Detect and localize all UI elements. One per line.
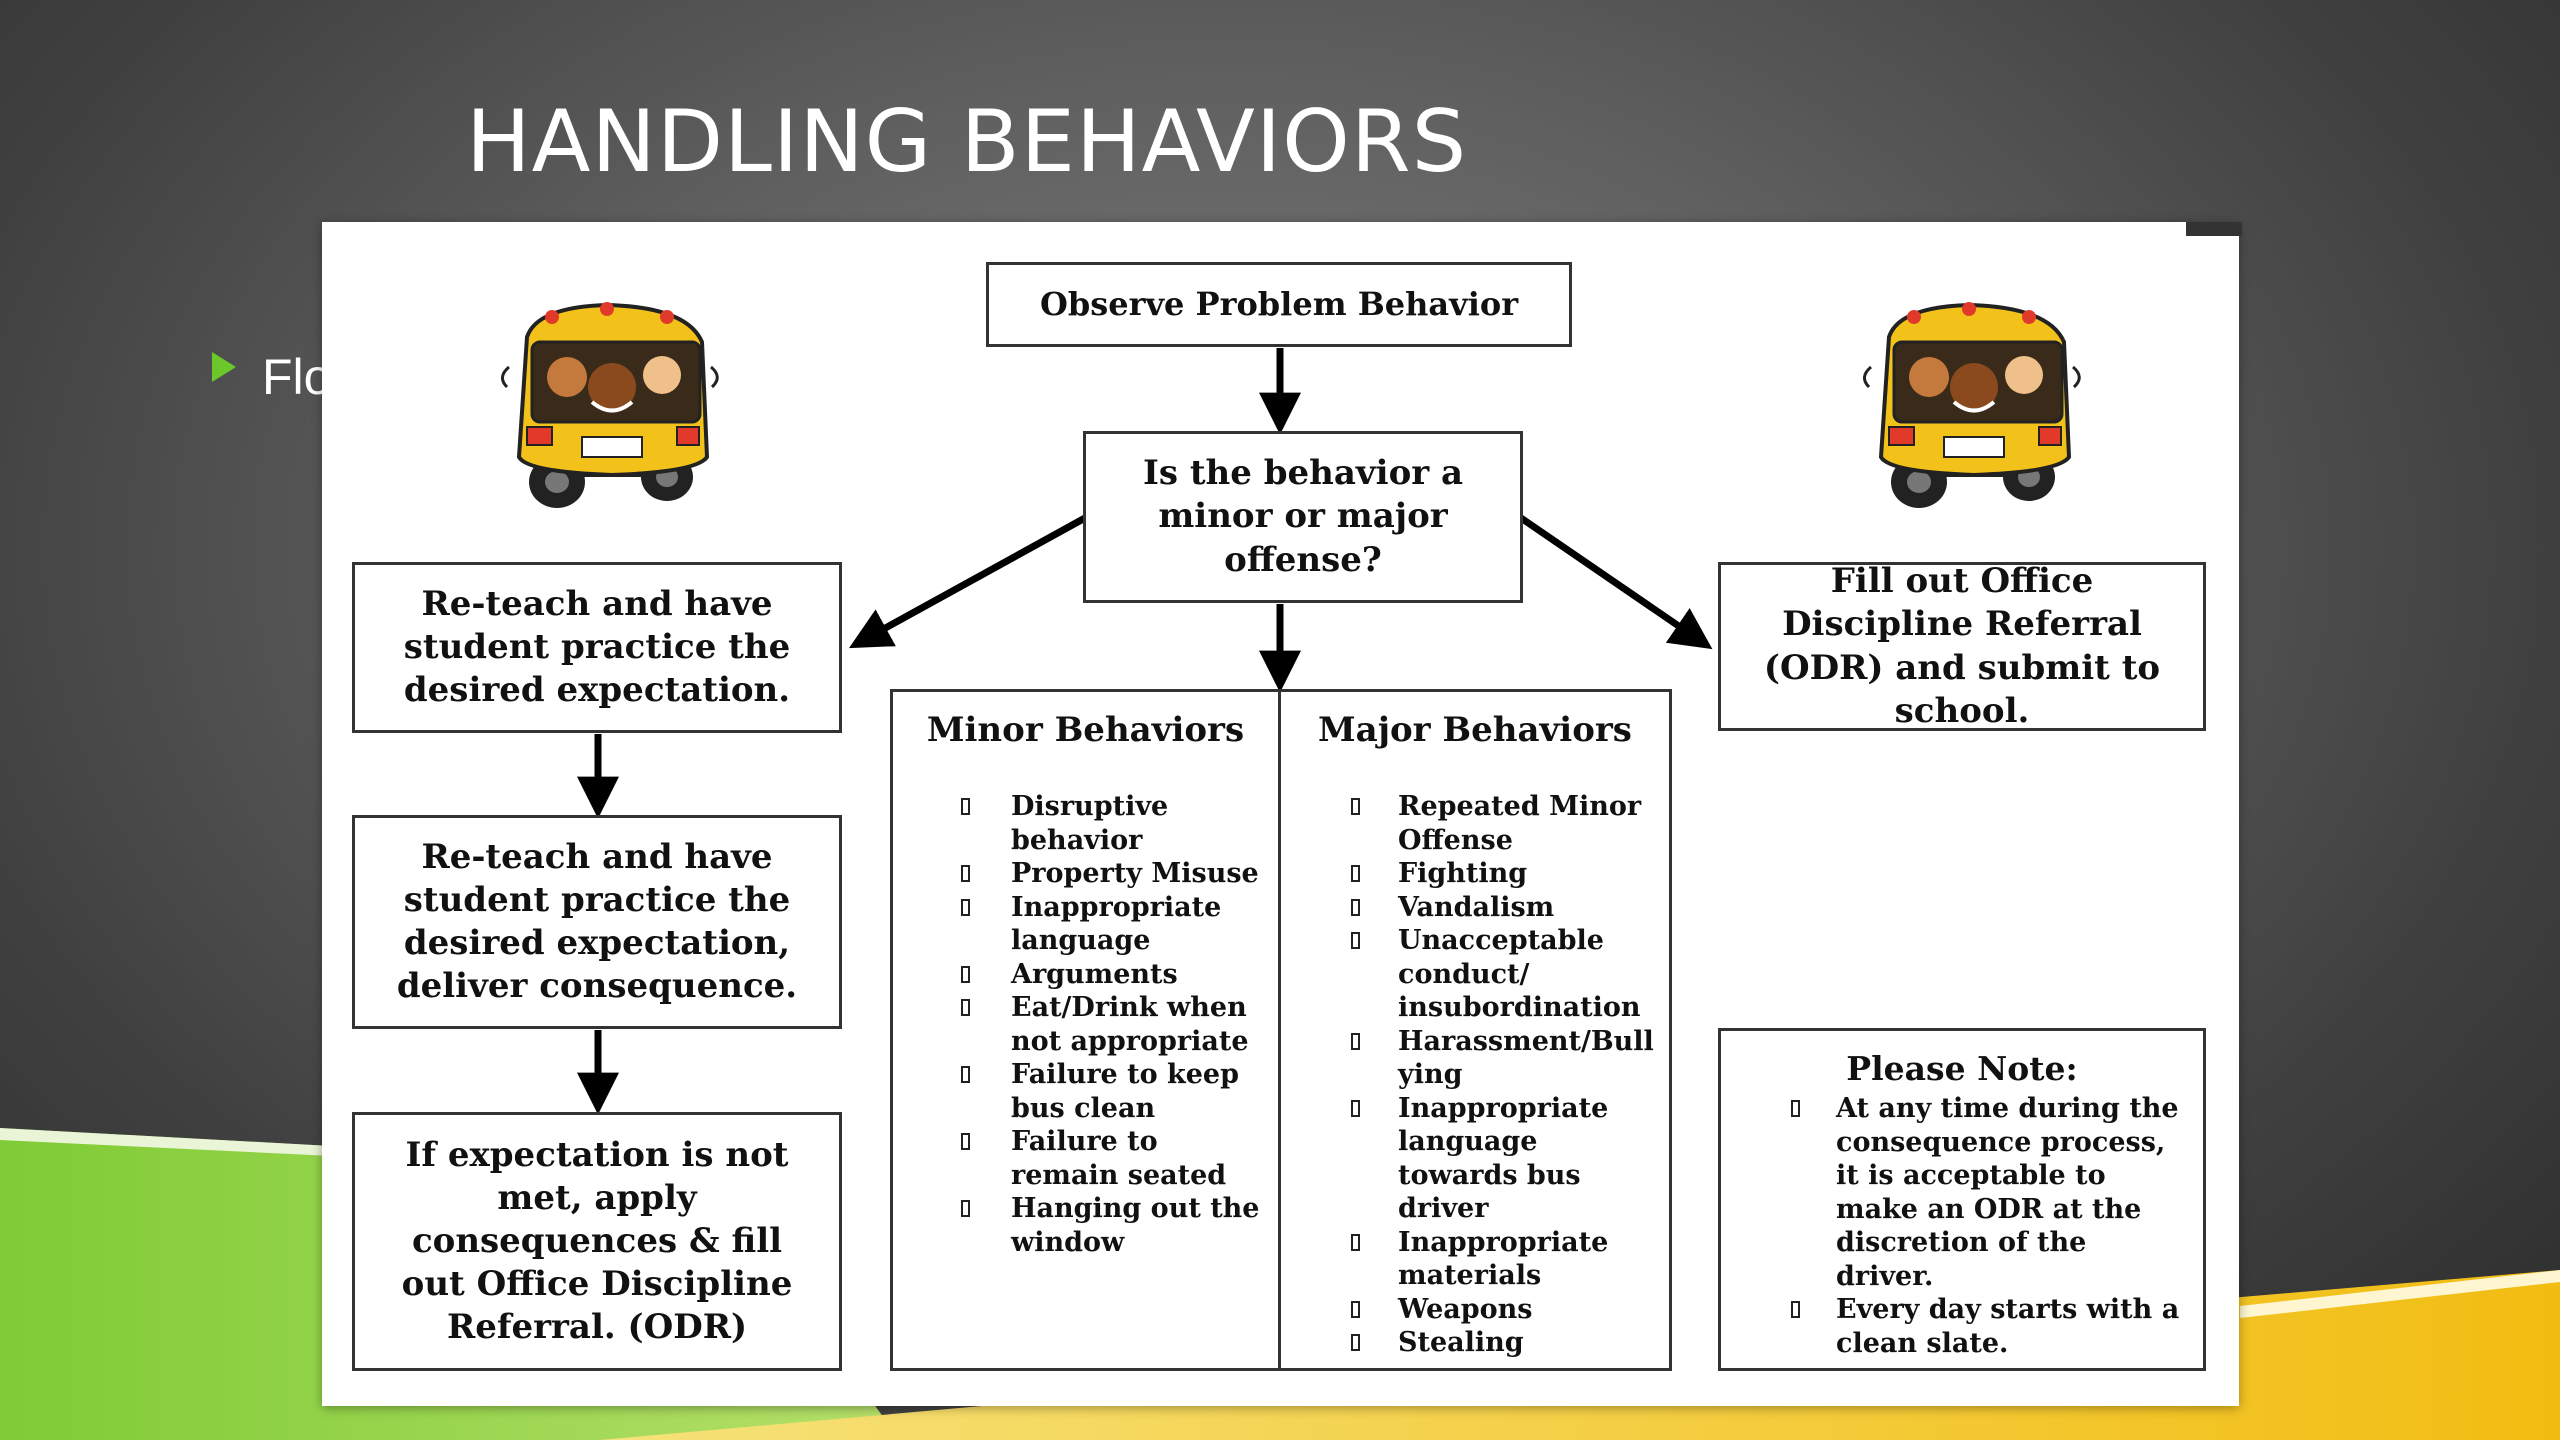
- checkbox-icon: [1351, 898, 1360, 916]
- checkbox-icon: [1791, 1301, 1800, 1318]
- minor-behaviors-heading: Minor Behaviors: [926, 710, 1245, 750]
- flowchart-image: Observe Problem Behavior Is the behavior…: [322, 222, 2239, 1406]
- major-behaviors-column: Major Behaviors Repeated Minor Offense F…: [1281, 692, 1669, 1368]
- flowchart-arrows: [577, 348, 1713, 1115]
- checkbox-icon: [961, 798, 970, 815]
- odr-text: Fill out Office Discipline Referral (ODR…: [1763, 561, 2161, 731]
- checkbox-icon: [1351, 1334, 1360, 1351]
- list-item: Hanging out the window: [893, 1192, 1278, 1259]
- please-note-title: Please Note:: [1846, 1049, 2078, 1088]
- slide-title: HANDLING BEHAVIORS: [466, 92, 1468, 192]
- list-item: Eat/Drink when not appropriate: [893, 991, 1278, 1058]
- checkbox-icon: [961, 898, 970, 916]
- reteach-box: Re-teach and have student practice the d…: [352, 562, 842, 733]
- list-item: Fighting: [1281, 857, 1669, 891]
- checkbox-icon: [1351, 1032, 1360, 1050]
- checkbox-icon: [961, 1200, 970, 1217]
- list-item: Harassment/Bull ying: [1281, 1025, 1669, 1092]
- please-note-list: At any time during the consequence proce…: [1721, 1092, 2203, 1360]
- list-item: Failure to keep bus clean: [893, 1058, 1278, 1125]
- reteach-text: Re-teach and have student practice the d…: [403, 583, 791, 711]
- reteach-consequence-box: Re-teach and have student practice the d…: [352, 815, 842, 1029]
- list-item: Weapons: [1281, 1293, 1669, 1327]
- school-bus-icon: [501, 302, 719, 508]
- list-item: Unacceptable conduct/ insubordination: [1281, 924, 1669, 1025]
- list-item: At any time during the consequence proce…: [1721, 1092, 2203, 1293]
- bullet-arrow-icon: [212, 352, 236, 382]
- observe-text: Observe Problem Behavior: [1039, 285, 1519, 324]
- checkbox-icon: [1351, 865, 1360, 882]
- behaviors-table: Minor Behaviors Disruptive behavior Prop…: [890, 689, 1672, 1371]
- bullet-text: Flo: [262, 349, 332, 405]
- list-item: Stealing: [1281, 1326, 1669, 1360]
- observe-problem-behavior-box: Observe Problem Behavior: [986, 262, 1572, 347]
- office-discipline-referral-box: Fill out Office Discipline Referral (ODR…: [1718, 561, 2206, 731]
- list-item: Repeated Minor Offense: [1281, 790, 1669, 857]
- reteach-consequence-text: Re-teach and have student practice the d…: [396, 836, 798, 1007]
- list-item: Inappropriate materials: [1281, 1226, 1669, 1293]
- image-corner-tab: [2186, 222, 2242, 236]
- major-behaviors-list: Repeated Minor Offense Fighting Vandalis…: [1281, 790, 1669, 1360]
- checkbox-icon: [961, 1133, 970, 1150]
- checkbox-icon: [1351, 1099, 1360, 1117]
- checkbox-icon: [1351, 1300, 1360, 1318]
- list-item: Inappropriate language towards bus drive…: [1281, 1092, 1669, 1226]
- minor-or-major-question-box: Is the behavior a minor or major offense…: [1083, 431, 1523, 603]
- expectation-not-met-text: If expectation is not met, apply consequ…: [401, 1134, 793, 1348]
- list-item: Inappropriate language: [893, 891, 1278, 958]
- checkbox-icon: [961, 965, 970, 983]
- checkbox-icon: [961, 999, 970, 1016]
- minor-behaviors-list: Disruptive behavior Property Misuse Inap…: [893, 790, 1278, 1259]
- list-item: Failure to remain seated: [893, 1125, 1278, 1192]
- checkbox-icon: [1351, 932, 1360, 949]
- question-text: Is the behavior a minor or major offense…: [1142, 453, 1464, 580]
- minor-behaviors-column: Minor Behaviors Disruptive behavior Prop…: [893, 692, 1281, 1368]
- school-bus-icon: [1863, 302, 2081, 508]
- checkbox-icon: [1351, 798, 1360, 815]
- list-item: Property Misuse: [893, 857, 1278, 891]
- please-note-box: Please Note: At any time during the cons…: [1718, 1028, 2206, 1371]
- list-item: Disruptive behavior: [893, 790, 1278, 857]
- checkbox-icon: [1351, 1233, 1360, 1251]
- expectation-not-met-box: If expectation is not met, apply consequ…: [352, 1112, 842, 1371]
- list-item: Vandalism: [1281, 891, 1669, 925]
- list-item: Every day starts with a clean slate.: [1721, 1293, 2203, 1360]
- major-behaviors-heading: Major Behaviors: [1318, 710, 1632, 750]
- list-item: Arguments: [893, 958, 1278, 992]
- checkbox-icon: [961, 1066, 970, 1083]
- checkbox-icon: [1791, 1100, 1800, 1117]
- checkbox-icon: [961, 865, 970, 882]
